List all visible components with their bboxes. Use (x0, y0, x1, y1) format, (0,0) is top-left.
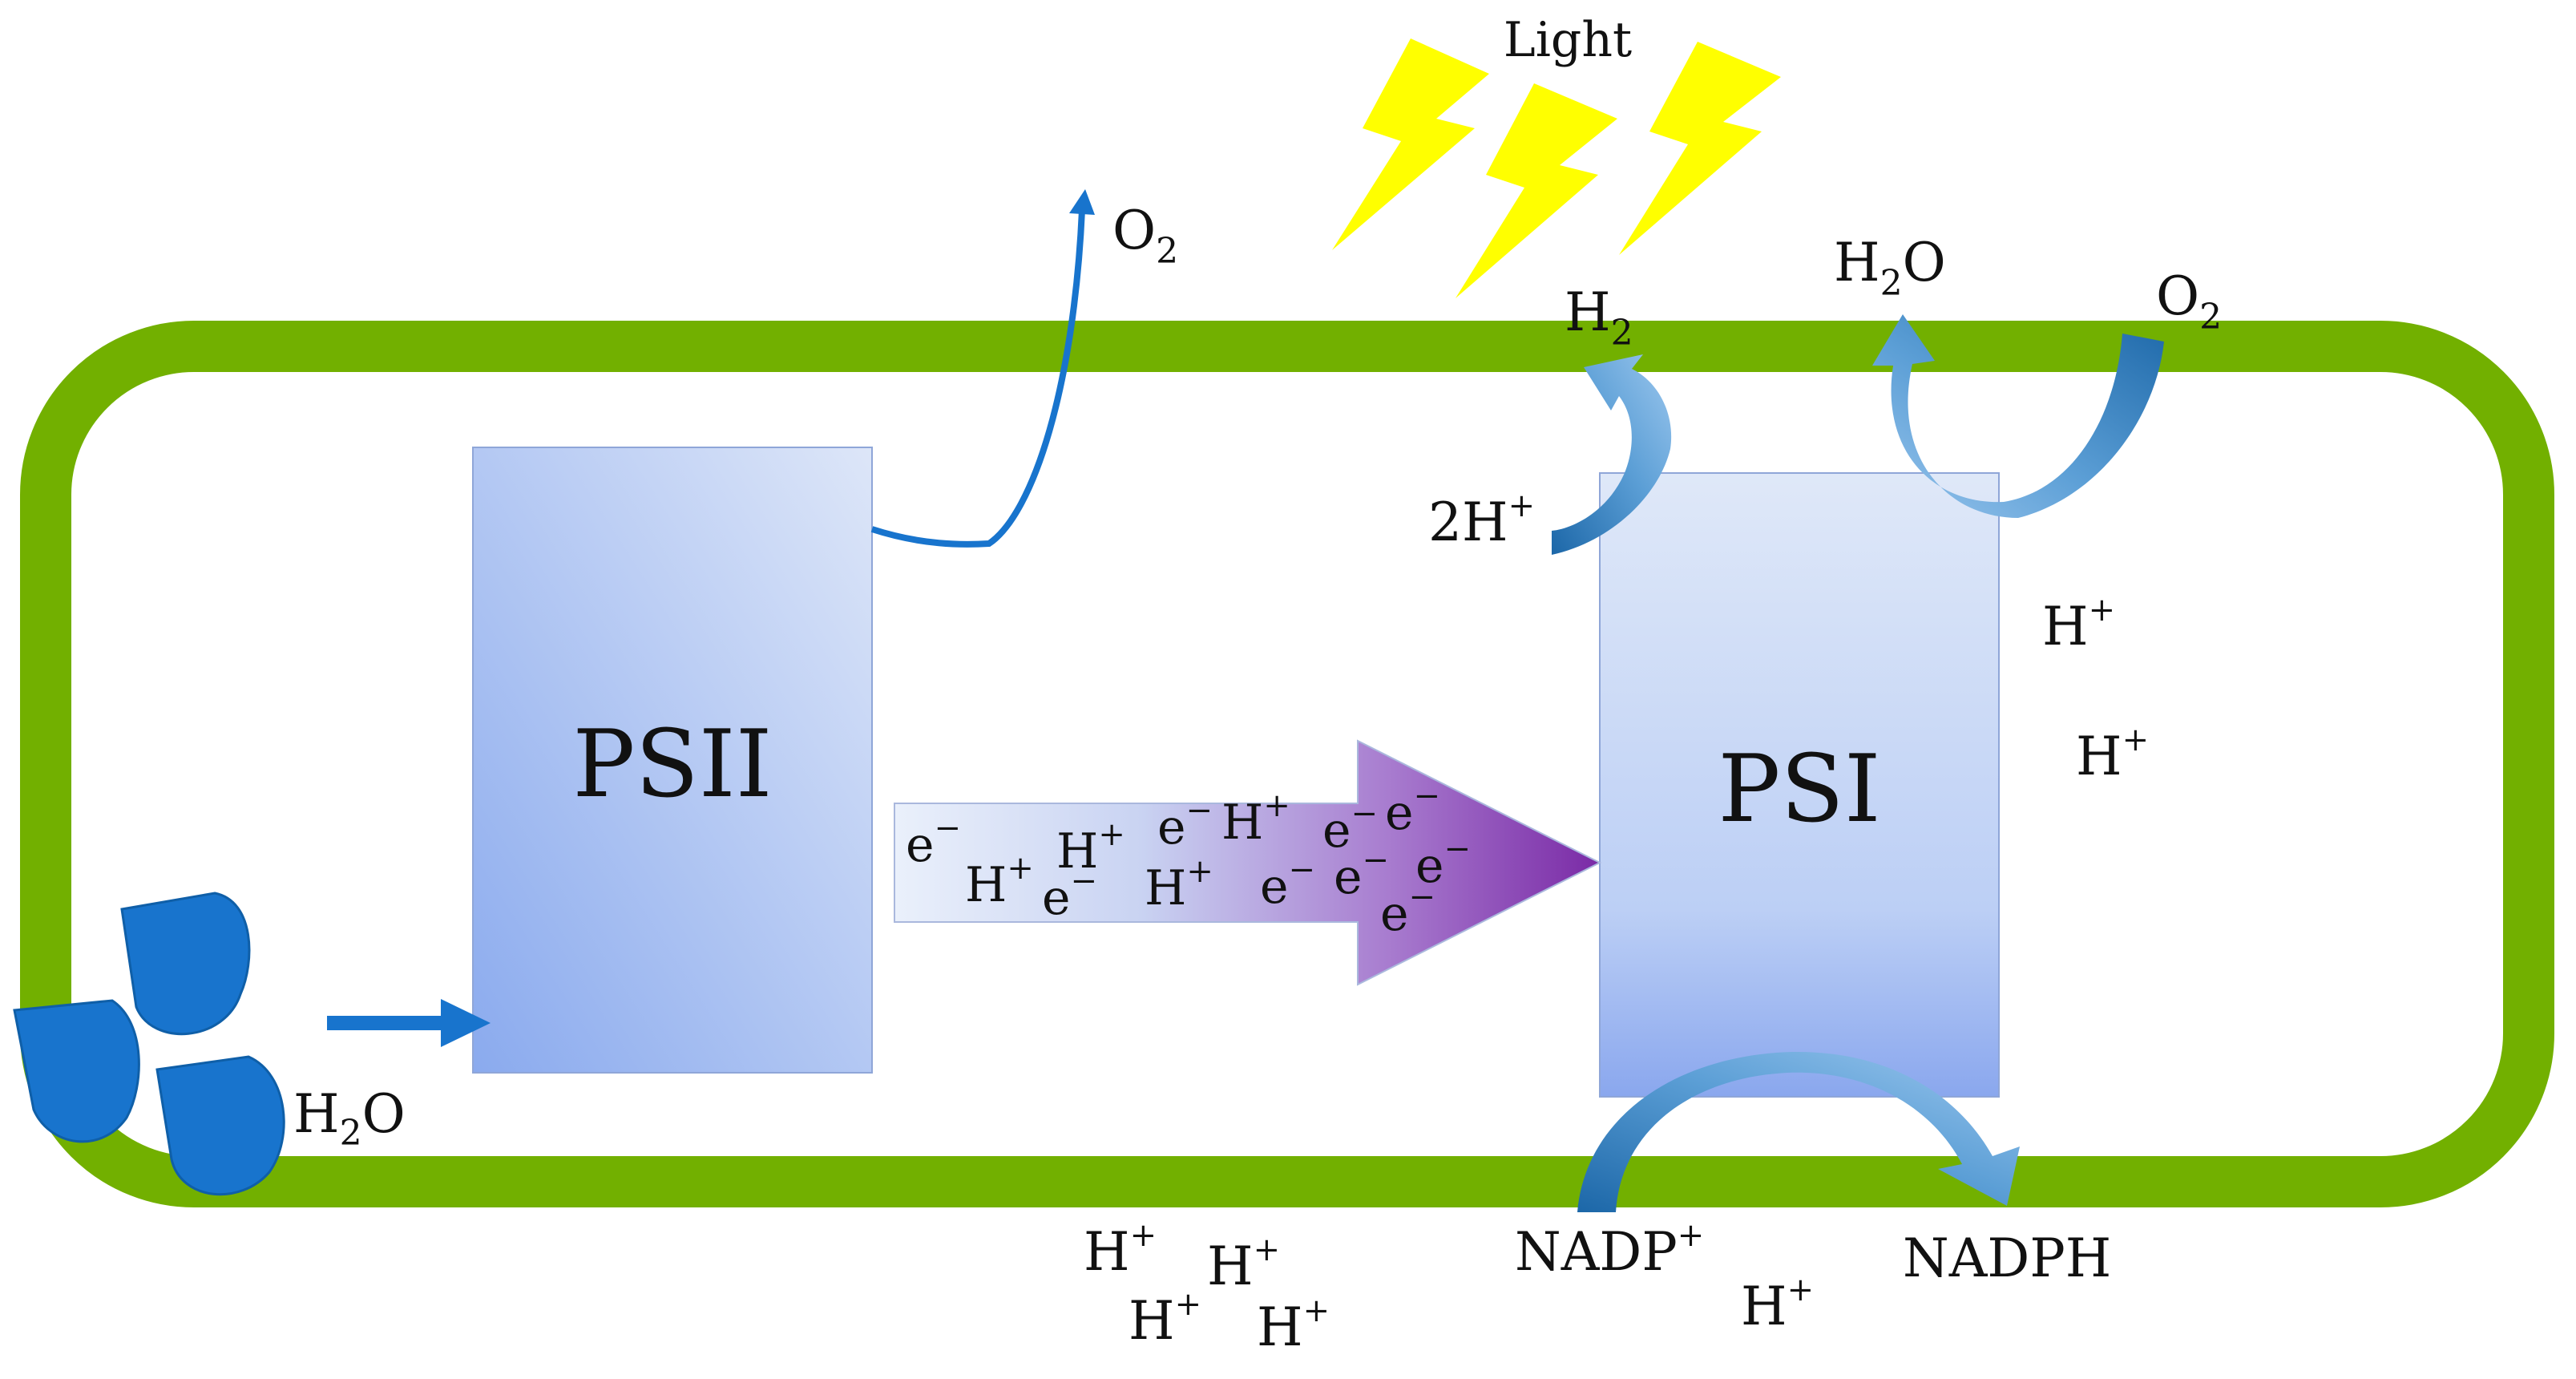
proton-label: H+ (1129, 1286, 1201, 1352)
psi-label: PSI (1718, 735, 1880, 843)
water-drop-icon (155, 1055, 285, 1196)
lightning-icon (1332, 38, 1489, 250)
thylakoid-membrane (20, 321, 2554, 1207)
electron-label: e− (1385, 778, 1440, 841)
light-label: Light (1504, 12, 1632, 68)
electron-label: e− (1334, 842, 1389, 905)
lightning-icons (1332, 38, 1781, 298)
h2o-top-label: H2O (1834, 232, 1946, 304)
electron-label: e− (1415, 831, 1471, 894)
proton-label: H+ (1221, 787, 1290, 851)
electron-label: e− (1042, 863, 1097, 926)
h2-top-label: H2 (1565, 281, 1633, 354)
o2-top-label: O2 (1112, 200, 1178, 272)
nadp-plus-label: NADP+ (1515, 1217, 1704, 1283)
proton-label: H+ (965, 850, 1034, 913)
water-drop-icon (120, 892, 251, 1036)
lightning-icon (1456, 83, 1617, 298)
proton-label: H+ (1056, 816, 1125, 880)
electron-flow-arrow (894, 739, 1602, 986)
electron-label: e− (1380, 879, 1435, 942)
proton-label: H+ (1145, 853, 1213, 916)
o2-release-arrow (870, 209, 1085, 548)
electron-label: e− (1322, 795, 1378, 859)
proton-label: H+ (1741, 1272, 1814, 1337)
water-drop-icon (13, 999, 140, 1143)
electron-label: e− (1260, 851, 1315, 915)
proton-label: H+ (2042, 592, 2115, 657)
free-protons: H+ H+ H+ H+ H+ H+ H+ (1084, 592, 2149, 1358)
flow-particles: e− H+ H+ e− e− H+ H+ e− e− e− e− e− e− (906, 778, 1471, 942)
o2-right-label: O2 (2156, 265, 2222, 338)
h2o-bottom-label: H2O (293, 1083, 406, 1154)
proton-label: H+ (1207, 1231, 1280, 1297)
proton-label: H+ (2076, 722, 2149, 787)
lightning-icon (1619, 42, 1781, 255)
water-drops (13, 892, 285, 1196)
psi-complex (1599, 472, 2000, 1098)
electron-label: e− (906, 810, 961, 873)
water-formation-arrow (1872, 314, 2164, 518)
o2-release-arrowhead (1069, 189, 1095, 215)
nadph-formation-arrow (1577, 1051, 2020, 1212)
nadph-label: NADPH (1903, 1227, 2111, 1289)
hydrogen-evolution-arrow (1552, 354, 1672, 555)
proton-label: H+ (1257, 1292, 1330, 1358)
proton-label: H+ (1084, 1217, 1157, 1283)
electron-label: e− (1157, 792, 1213, 855)
psii-label: PSII (572, 710, 772, 819)
two-h-plus-label: 2H+ (1428, 487, 1535, 553)
water-input-arrowhead (441, 999, 491, 1047)
psii-complex (472, 447, 873, 1074)
